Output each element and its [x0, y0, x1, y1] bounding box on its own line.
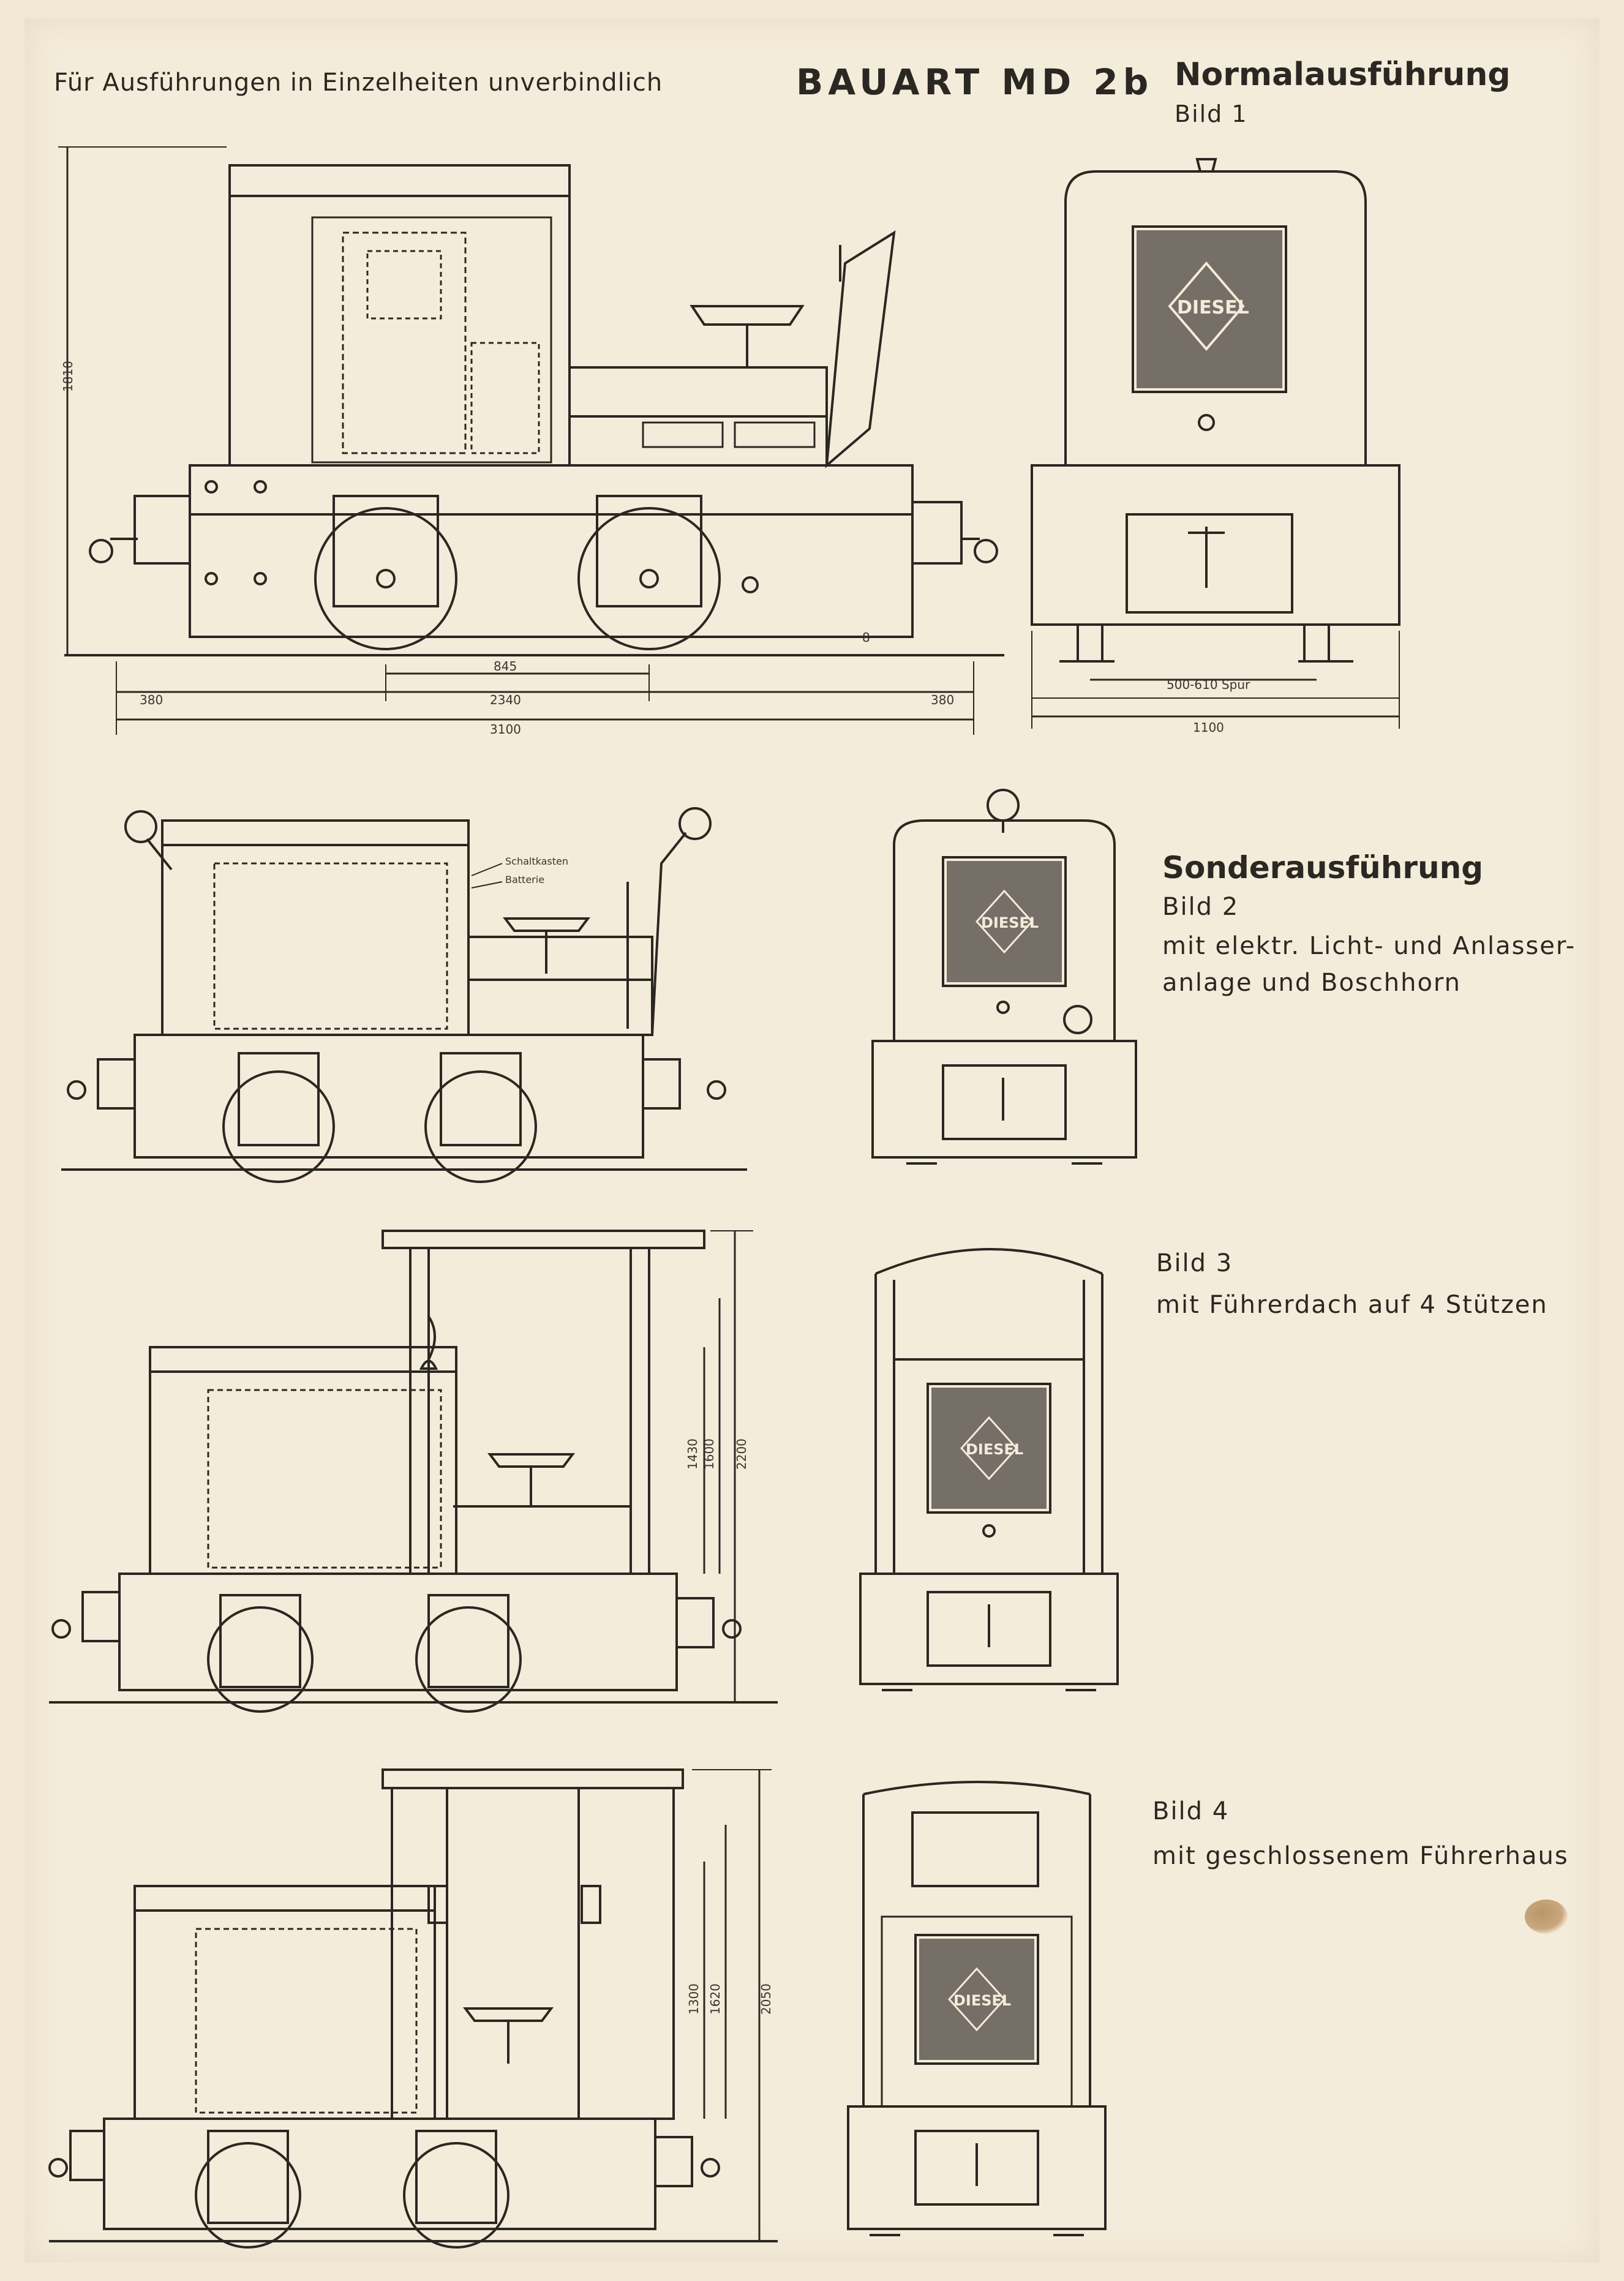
dim-wheelbase: 845 [494, 659, 517, 674]
callout-batterie: Batterie [505, 874, 544, 885]
bild3-side-view: 1430 1600 2200 [49, 1230, 778, 1713]
bild3-label: Bild 3 [1156, 1249, 1233, 1277]
bild2-title: Sonderausführung [1162, 850, 1483, 885]
logo-text: DIESEL [1177, 297, 1249, 318]
dim-overhang-left: 380 [140, 693, 163, 707]
bild2-front-view: DIESEL [871, 789, 1137, 1165]
bild1-front-view: DIESEL 500-610 Spur 1100 [1031, 158, 1400, 735]
dim-overhang-right: 380 [931, 693, 954, 707]
bild3-dim-3: 2200 [734, 1438, 749, 1470]
dim-height: 1810 [61, 361, 75, 392]
bild3-front-view: DIESEL [859, 1248, 1119, 1691]
bild4-dim-1: 1300 [686, 1983, 701, 2015]
logo-text-3: DIESEL [966, 1441, 1023, 1458]
dim-gauge: 500-610 Spur [1167, 677, 1250, 692]
bild3-desc: mit Führerdach auf 4 Stützen [1156, 1291, 1548, 1319]
bild2-label: Bild 2 [1162, 893, 1239, 921]
bild2-desc-line1: mit elektr. Licht- und Anlasser- [1162, 932, 1576, 960]
bild1-label: Bild 1 [1175, 100, 1248, 127]
bild4-side-view: 1300 1620 2050 [48, 1768, 778, 2249]
bild3-dim-1: 1430 [685, 1438, 700, 1470]
logo-text-4: DIESEL [953, 1992, 1011, 2009]
bild2-desc-line2: anlage und Boschhorn [1162, 969, 1462, 997]
drawing-sheet [24, 18, 1600, 2263]
dim-clearance: 8 [862, 630, 870, 645]
bild4-front-view: DIESEL [847, 1781, 1107, 2236]
dim-width: 1100 [1193, 720, 1224, 735]
bild2-side-view: Schaltkasten Batterie [61, 807, 747, 1183]
bild3-dim-2: 1600 [702, 1438, 716, 1470]
bild1-title: Normalausführung [1175, 56, 1511, 93]
model-title: BAUART MD 2b [796, 61, 1154, 103]
callout-schaltkasten: Schaltkasten [505, 855, 568, 867]
bild4-dim-3: 2050 [759, 1983, 773, 2015]
bild4-dim-2: 1620 [708, 1983, 723, 2015]
disclaimer-note: Für Ausführungen in Einzelheiten unverbi… [54, 69, 663, 97]
paper-stain [1525, 1900, 1568, 1934]
bild4-desc: mit geschlossenem Führerhaus [1152, 1842, 1569, 1870]
logo-text-2: DIESEL [981, 914, 1039, 931]
dim-axle-span: 2340 [490, 693, 521, 707]
bild1-side-view: 1810 845 380 2340 380 3100 8 [58, 146, 1004, 737]
bild4-label: Bild 4 [1152, 1797, 1230, 1825]
dim-total-length: 3100 [490, 722, 521, 737]
